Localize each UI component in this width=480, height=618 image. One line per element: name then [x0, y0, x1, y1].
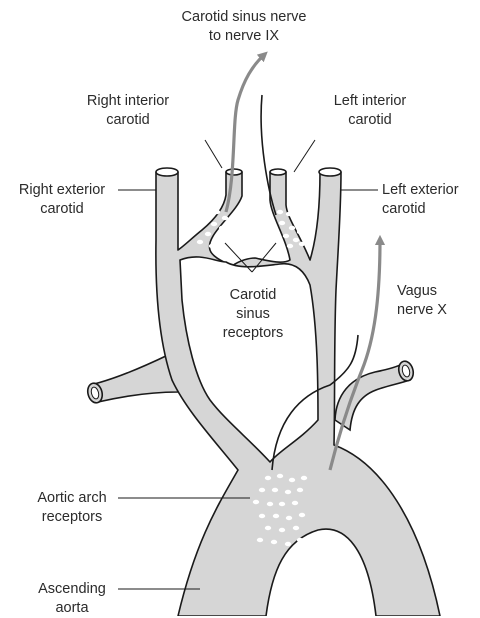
vessel-openings	[156, 168, 341, 176]
receptor-dot	[279, 221, 285, 225]
receptor-dot	[297, 488, 303, 492]
receptor-dot	[205, 232, 211, 236]
receptor-dot	[301, 476, 307, 480]
carotid-sinus-nerve-arrow	[226, 55, 264, 212]
label-carotid-sinus-nerve: Carotid sinus nerve to nerve IX	[182, 8, 307, 46]
label-right-interior-carotid: Right interior carotid	[87, 92, 169, 130]
receptor-dot	[273, 514, 279, 518]
label-left-interior-carotid: Left interior carotid	[334, 92, 407, 130]
label-right-exterior-carotid: Right exterior carotid	[19, 181, 105, 219]
receptor-dot	[257, 538, 263, 542]
receptor-dot	[259, 514, 265, 518]
receptor-dot	[293, 526, 299, 530]
receptor-dot	[219, 226, 225, 230]
receptor-dot	[297, 230, 303, 234]
receptor-dot	[293, 238, 299, 242]
receptor-dot	[222, 216, 228, 220]
receptor-dot	[297, 538, 303, 542]
receptor-dot	[211, 222, 217, 226]
receptor-dot	[286, 516, 292, 520]
receptor-dot	[215, 236, 221, 240]
receptor-dot	[285, 542, 291, 546]
label-vagus-nerve: Vagus nerve X	[397, 282, 447, 320]
receptor-dot	[289, 478, 295, 482]
label-ascending-aorta: Ascending aorta	[38, 580, 106, 618]
receptor-dot	[279, 502, 285, 506]
receptor-dot	[286, 212, 292, 216]
label-aortic-arch-receptors: Aortic arch receptors	[37, 489, 106, 527]
receptor-dot	[299, 242, 305, 246]
right-subclavian-branch	[94, 355, 178, 402]
label-carotid-sinus-receptors: Carotid sinus receptors	[223, 286, 283, 343]
receptor-dot	[283, 234, 289, 238]
receptor-dot	[285, 490, 291, 494]
receptor-dot	[299, 513, 305, 517]
receptor-dot	[214, 210, 220, 214]
receptor-dot	[289, 226, 295, 230]
receptor-dot	[277, 210, 283, 214]
receptor-dot	[287, 244, 293, 248]
receptor-dot	[197, 240, 203, 244]
receptor-dot	[259, 488, 265, 492]
receptor-dot	[292, 501, 298, 505]
receptor-dot	[265, 476, 271, 480]
label-left-exterior-carotid: Left exterior carotid	[382, 181, 459, 219]
receptor-dot	[204, 212, 210, 216]
receptor-dot	[271, 540, 277, 544]
receptor-dot	[200, 222, 206, 226]
receptor-dot	[209, 244, 215, 248]
receptor-dot	[253, 500, 259, 504]
receptor-dot	[265, 526, 271, 530]
receptor-dot	[277, 474, 283, 478]
receptor-dot	[267, 502, 273, 506]
receptor-dot	[272, 488, 278, 492]
receptor-dot	[279, 528, 285, 532]
receptor-dot	[293, 218, 299, 222]
